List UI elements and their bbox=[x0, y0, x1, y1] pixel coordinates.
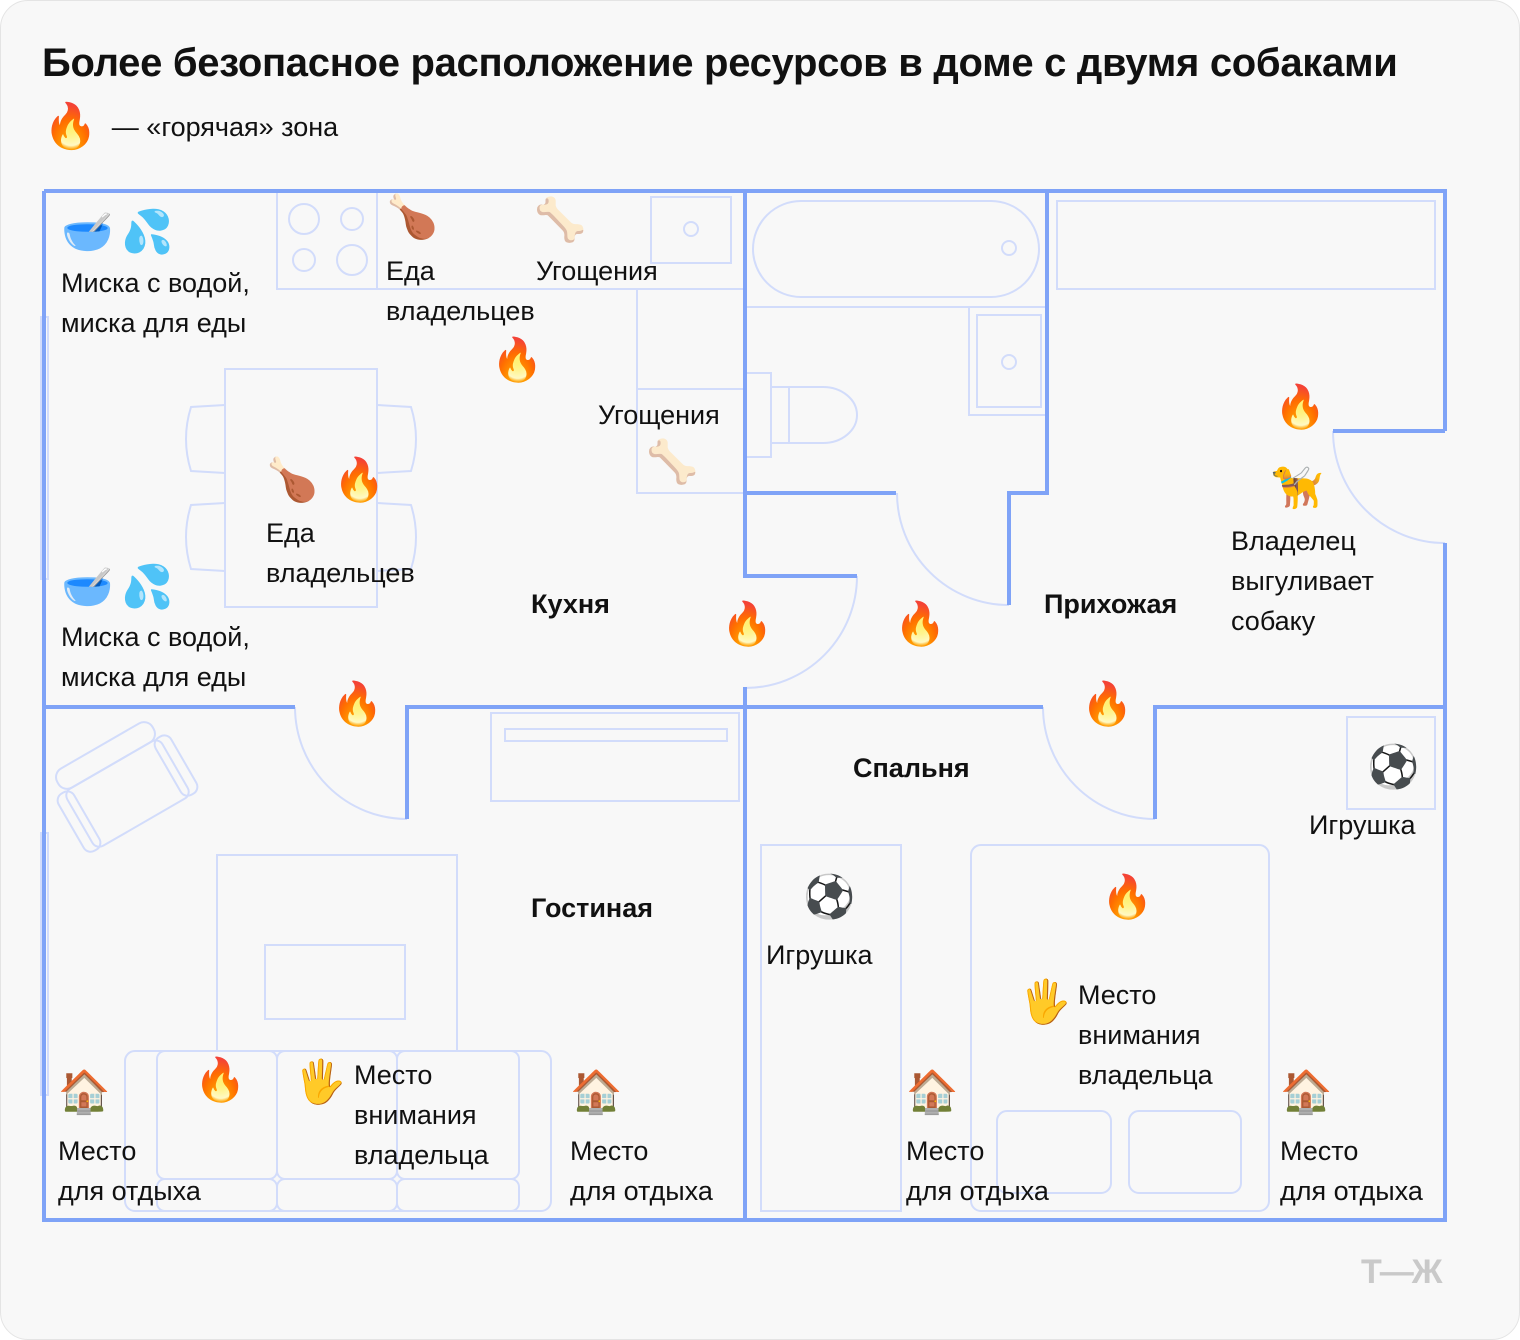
toilet-tank bbox=[744, 372, 772, 458]
fire-icon: 🔥 bbox=[894, 600, 947, 647]
owner-food-label: Еда владельцев bbox=[386, 256, 535, 326]
droplets-icon: 💦 bbox=[121, 208, 174, 255]
rest-label: Место для отдыха bbox=[906, 1136, 1049, 1206]
soccer-ball-icon: ⚽ bbox=[803, 873, 856, 920]
owner-food-label: Еда владельцев bbox=[266, 518, 415, 588]
attention-label: Место внимания владельца bbox=[354, 1060, 489, 1170]
pillow bbox=[996, 1110, 1112, 1194]
drumstick-icon: 🍗 bbox=[266, 456, 319, 503]
page-title: Более безопасное расположение ресурсов в… bbox=[42, 41, 1398, 85]
stove-burner bbox=[336, 244, 368, 276]
bed bbox=[970, 844, 1270, 1212]
furniture bbox=[40, 190, 1446, 1212]
legend-text: — «горячая» зона bbox=[111, 111, 339, 142]
toilet bbox=[770, 386, 858, 444]
stove-burner bbox=[340, 207, 364, 231]
wardrobe bbox=[1056, 200, 1436, 290]
fire-icon: 🔥 bbox=[1274, 383, 1327, 430]
room-hall: Прихожая bbox=[1044, 589, 1178, 619]
hand-icon: 🖐 bbox=[1019, 978, 1072, 1025]
door-arc bbox=[1042, 706, 1156, 820]
toy-label: Игрушка bbox=[766, 940, 873, 970]
tv-stand bbox=[490, 712, 740, 802]
coffee-table bbox=[264, 944, 406, 1020]
bowl-icon: 🥣 bbox=[61, 563, 114, 610]
door-arc bbox=[294, 706, 408, 820]
door-arc bbox=[744, 575, 858, 689]
bench bbox=[760, 844, 902, 1212]
rest-label: Место для отдыха bbox=[1280, 1136, 1423, 1206]
chairs-right bbox=[376, 404, 417, 572]
bathtub bbox=[752, 200, 1040, 298]
door-arc bbox=[896, 492, 1010, 606]
room-bedroom: Спальня bbox=[853, 753, 970, 783]
dog-walk-label: Владелец выгуливает собаку bbox=[1231, 526, 1374, 636]
armchair bbox=[55, 721, 199, 853]
bathroom-sink bbox=[968, 306, 1048, 416]
fire-icon: 🔥 bbox=[331, 680, 384, 727]
toy-box bbox=[1346, 716, 1436, 810]
fire-icon: 🔥 bbox=[1101, 873, 1154, 920]
bowls-label: Миска с водой, миска для еды bbox=[61, 622, 250, 692]
bone-icon: 🦴 bbox=[646, 438, 699, 485]
logo: Т—Ж bbox=[1361, 1253, 1442, 1291]
fire-icon: 🔥 bbox=[43, 102, 98, 151]
room-kitchen: Кухня bbox=[531, 589, 610, 619]
drumstick-icon: 🍗 bbox=[386, 193, 439, 240]
kitchen-sink bbox=[650, 196, 732, 264]
fire-icon: 🔥 bbox=[194, 1056, 247, 1103]
pillow bbox=[1128, 1110, 1242, 1194]
rest-label: Место для отдыха bbox=[58, 1136, 201, 1206]
room-living: Гостиная bbox=[531, 893, 654, 923]
attention-label: Место внимания владельца bbox=[1078, 980, 1213, 1090]
soccer-ball-icon: ⚽ bbox=[1367, 743, 1420, 790]
stove-burner bbox=[288, 203, 320, 235]
stove-burner bbox=[292, 248, 316, 272]
bowls-label: Миска с водой, миска для еды bbox=[61, 268, 250, 338]
house-icon: 🏠 bbox=[1280, 1068, 1333, 1115]
toy-label: Игрушка bbox=[1309, 810, 1416, 840]
bone-icon: 🦴 bbox=[534, 196, 587, 243]
legend: 🔥 — «горячая» зона bbox=[43, 105, 338, 149]
walls bbox=[42, 189, 1447, 1222]
house-icon: 🏠 bbox=[58, 1068, 111, 1115]
chairs-left bbox=[185, 404, 226, 572]
dining-table bbox=[224, 368, 378, 608]
treats-label: Угощения bbox=[598, 400, 720, 430]
rug bbox=[216, 854, 458, 1052]
door-arc bbox=[1332, 430, 1446, 544]
rest-label: Место для отдыха bbox=[570, 1136, 713, 1206]
droplets-icon: 💦 bbox=[121, 563, 174, 610]
guide-dog-icon: 🦮 bbox=[1271, 464, 1324, 511]
fire-icon: 🔥 bbox=[333, 456, 386, 503]
hand-icon: 🖐 bbox=[294, 1058, 347, 1105]
house-icon: 🏠 bbox=[570, 1068, 623, 1115]
treats-label: Угощения bbox=[536, 256, 658, 286]
bowl-icon: 🥣 bbox=[61, 208, 114, 255]
house-icon: 🏠 bbox=[906, 1068, 959, 1115]
fire-icon: 🔥 bbox=[1081, 680, 1134, 727]
fire-icon: 🔥 bbox=[721, 600, 774, 647]
fire-icon: 🔥 bbox=[491, 336, 544, 383]
